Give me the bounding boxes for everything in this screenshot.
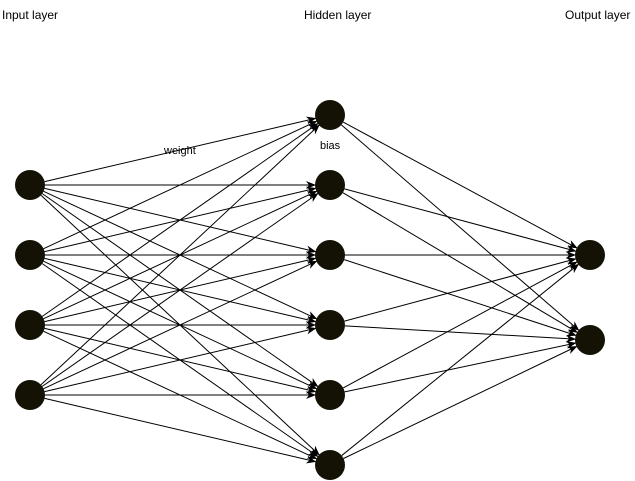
input-node-3 [15, 310, 45, 340]
hidden-node-6 [315, 450, 345, 480]
edge-input-4-to-hidden-6 [44, 397, 317, 464]
edge-hidden-6-to-output-1 [341, 263, 580, 456]
connection-edges [40, 116, 580, 464]
edge-hidden-5-to-output-2 [344, 341, 577, 393]
weight-label: weight [163, 145, 196, 157]
edge-hidden-5-to-output-1 [342, 261, 578, 389]
edge-input-3-to-hidden-1 [42, 123, 319, 317]
edge-input-4-to-hidden-3 [43, 260, 318, 390]
output-node-1 [575, 240, 605, 270]
input-layer-title: Input layer [2, 8, 58, 22]
edge-hidden-1-to-output-2 [341, 124, 580, 331]
edge-input-4-to-hidden-1 [40, 124, 320, 386]
edge-input-4-to-hidden-4 [44, 326, 317, 393]
network-nodes [15, 100, 605, 480]
edge-input-2-to-hidden-1 [43, 120, 318, 250]
edge-hidden-6-to-output-2 [343, 346, 578, 459]
hidden-node-4 [315, 310, 345, 340]
input-node-4 [15, 380, 45, 410]
hidden-node-2 [315, 170, 345, 200]
bias-label: bias [320, 140, 341, 152]
output-layer-title: Output layer [565, 8, 630, 22]
edge-input-4-to-hidden-2 [42, 193, 319, 387]
hidden-layer-title: Hidden layer [304, 8, 371, 22]
hidden-node-3 [315, 240, 345, 270]
edge-hidden-4-to-output-1 [344, 257, 577, 322]
edge-hidden-1-to-output-1 [342, 121, 578, 249]
hidden-node-1 [315, 100, 345, 130]
edge-hidden-2-to-output-2 [342, 192, 578, 333]
input-node-1 [15, 170, 45, 200]
edge-hidden-2-to-output-1 [344, 188, 577, 253]
edge-hidden-4-to-output-2 [344, 325, 577, 343]
edge-hidden-3-to-output-2 [344, 259, 577, 337]
hidden-node-5 [315, 380, 345, 410]
edge-input-1-to-hidden-1 [44, 116, 317, 183]
output-node-2 [575, 325, 605, 355]
input-node-2 [15, 240, 45, 270]
